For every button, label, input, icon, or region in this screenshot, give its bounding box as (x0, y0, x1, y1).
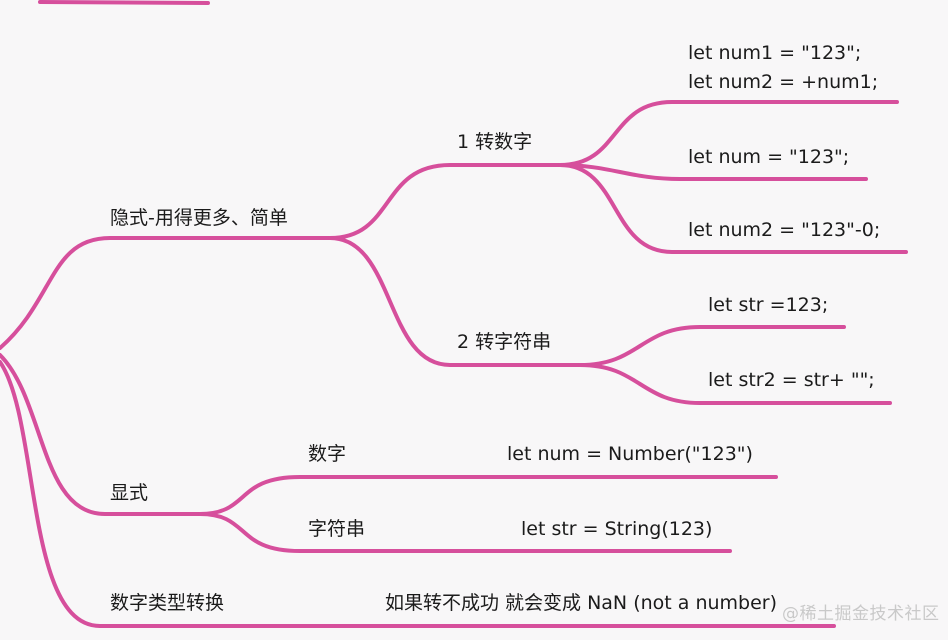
code-string-example: let str = String(123) (521, 518, 713, 540)
nan-note: 如果转不成功 就会变成 NaN (not a number) (385, 592, 778, 614)
node-implicit: 隐式-用得更多、简单 (110, 207, 288, 229)
branch-num-2 (558, 163, 868, 181)
code-num-line-1: let num1 = "123"; (688, 42, 862, 64)
code-str-line-2: let str2 = str+ ""; (708, 369, 875, 391)
code-str-line-1: let str =123; (708, 294, 829, 316)
node-conversion: 数字类型转换 (110, 592, 225, 614)
node-string: 字符串 (308, 518, 366, 540)
branch-str-1 (578, 325, 846, 367)
code-number-example: let num = Number("123") (507, 443, 753, 465)
branch-string (198, 512, 732, 553)
branch-num-1 (558, 100, 899, 167)
code-num-line-2: let num2 = +num1; (688, 71, 879, 93)
node-to-number: 1 转数字 (457, 131, 533, 153)
branch-conversion (0, 360, 836, 628)
branch-top-partial (38, 0, 210, 5)
code-num-line-3: let num = "123"; (688, 146, 850, 168)
branch-num-3 (558, 163, 908, 254)
branch-str-2 (578, 363, 892, 405)
node-explicit: 显式 (110, 482, 149, 504)
branch-implicit (0, 236, 332, 350)
code-num-line-4: let num2 = "123"-0; (688, 219, 881, 241)
branch-to-string (328, 236, 582, 367)
node-to-string: 2 转字符串 (457, 331, 552, 353)
branches (0, 0, 908, 628)
branch-number (198, 475, 778, 516)
branch-explicit (0, 353, 202, 516)
node-number: 数字 (308, 443, 347, 465)
watermark: @稀土掘金技术社区 (782, 604, 940, 624)
branch-to-number (328, 163, 562, 240)
